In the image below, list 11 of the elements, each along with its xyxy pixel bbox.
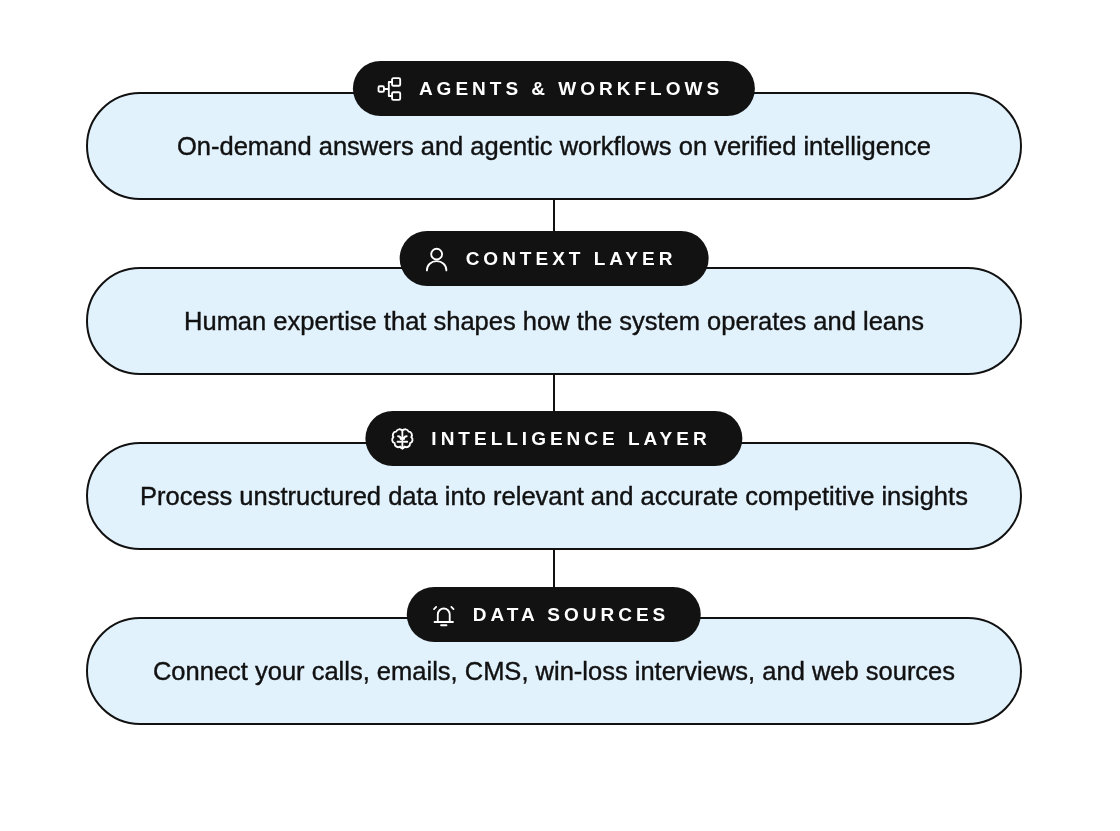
connector-line (553, 199, 555, 232)
layer-description: On-demand answers and agentic workflows on verified intelligence (176, 131, 932, 161)
connector-line (553, 549, 555, 588)
layer-heading: AGENTS & WORKFLOWS (418, 77, 724, 100)
layer-heading: CONTEXT LAYER (465, 247, 677, 270)
layer-description: Human expertise that shapes how the system operates and leans (184, 306, 924, 336)
connector-line (553, 374, 555, 412)
layer-description: Process unstructured data into relevant and accurate competitive insights (140, 481, 968, 511)
layer-heading: INTELLIGENCE LAYER (431, 427, 711, 450)
layer-heading: DATA SOURCES (472, 603, 670, 626)
layer-description: Connect your calls, emails, CMS, win-loss interviews, and web sources (152, 656, 956, 686)
